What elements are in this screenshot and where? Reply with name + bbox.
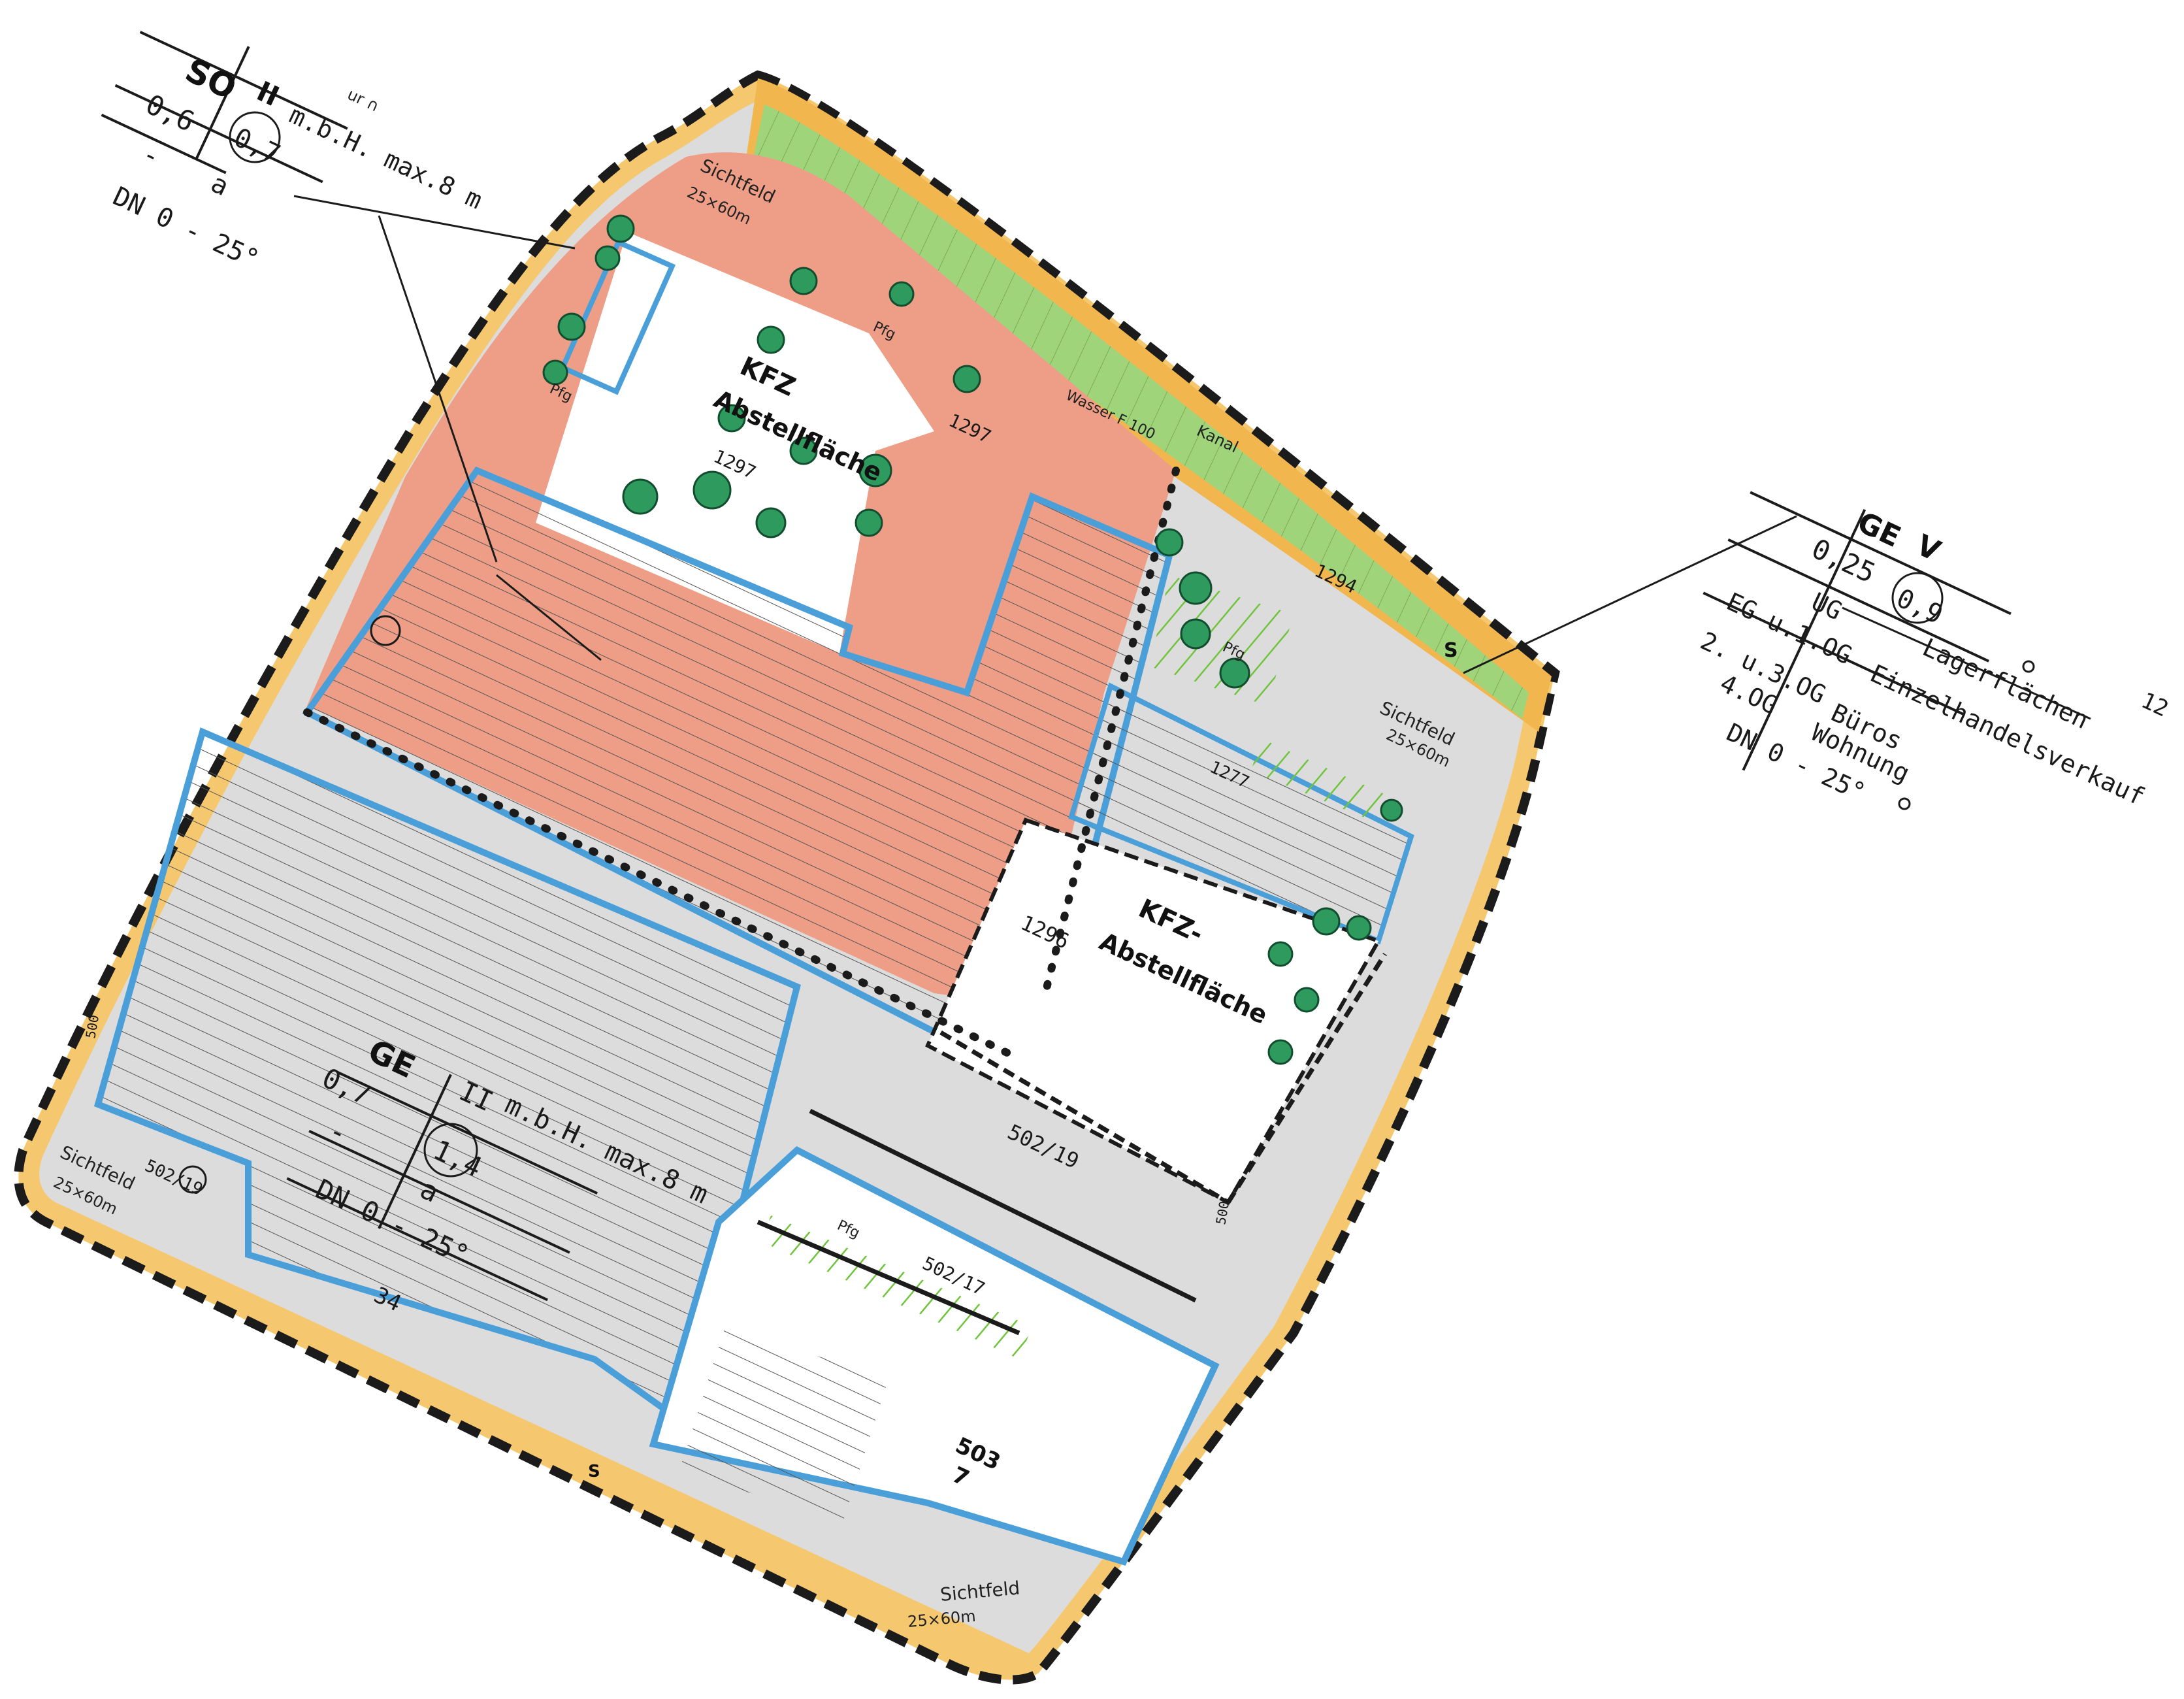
- so-scribble: ur ∩: [344, 85, 382, 116]
- so-gfz-circle: [229, 111, 281, 163]
- markers: [178, 615, 2035, 1194]
- s-mark: S: [588, 1462, 600, 1481]
- trees: [542, 214, 1403, 1065]
- so-floors: II: [252, 75, 284, 113]
- building-lines: [303, 467, 1387, 1336]
- zoning-table-ge-v: GE V 0,25 0,9 UG Lagerflächen EG u.1.OG …: [1696, 491, 2172, 812]
- so-zone: SO: [180, 51, 242, 107]
- so-gfz: 0,7: [229, 122, 285, 169]
- so-roof: DN 0 - 25°: [108, 181, 264, 274]
- so-grz: 0,6: [141, 88, 199, 138]
- utility-strips: [742, 78, 1552, 732]
- ge-v-floors: V: [1911, 529, 1945, 569]
- ge-ii-gfz-circle: [423, 1123, 478, 1178]
- site-boundary-line: [14, 70, 1560, 1685]
- ge-v-gfz-circle: [1891, 572, 1944, 624]
- building-southwest: [93, 727, 801, 1430]
- so-bauweise: a: [206, 168, 233, 202]
- s-mark: S: [1444, 639, 1458, 662]
- leader-lines: [293, 195, 2091, 720]
- so-dash: -: [138, 139, 165, 173]
- ge-v-zone: GE: [1852, 506, 1906, 554]
- zoning-table-so: SO 0,6 II m.b.H. max.8 m 0,7 - a DN 0 - …: [101, 31, 487, 275]
- so-height: m.b.H. max.8 m: [285, 100, 487, 214]
- ge-v-edge-note: 12: [2137, 687, 2172, 723]
- small-building: [559, 239, 676, 395]
- ge-v-gfz: 0,9: [1892, 583, 1948, 630]
